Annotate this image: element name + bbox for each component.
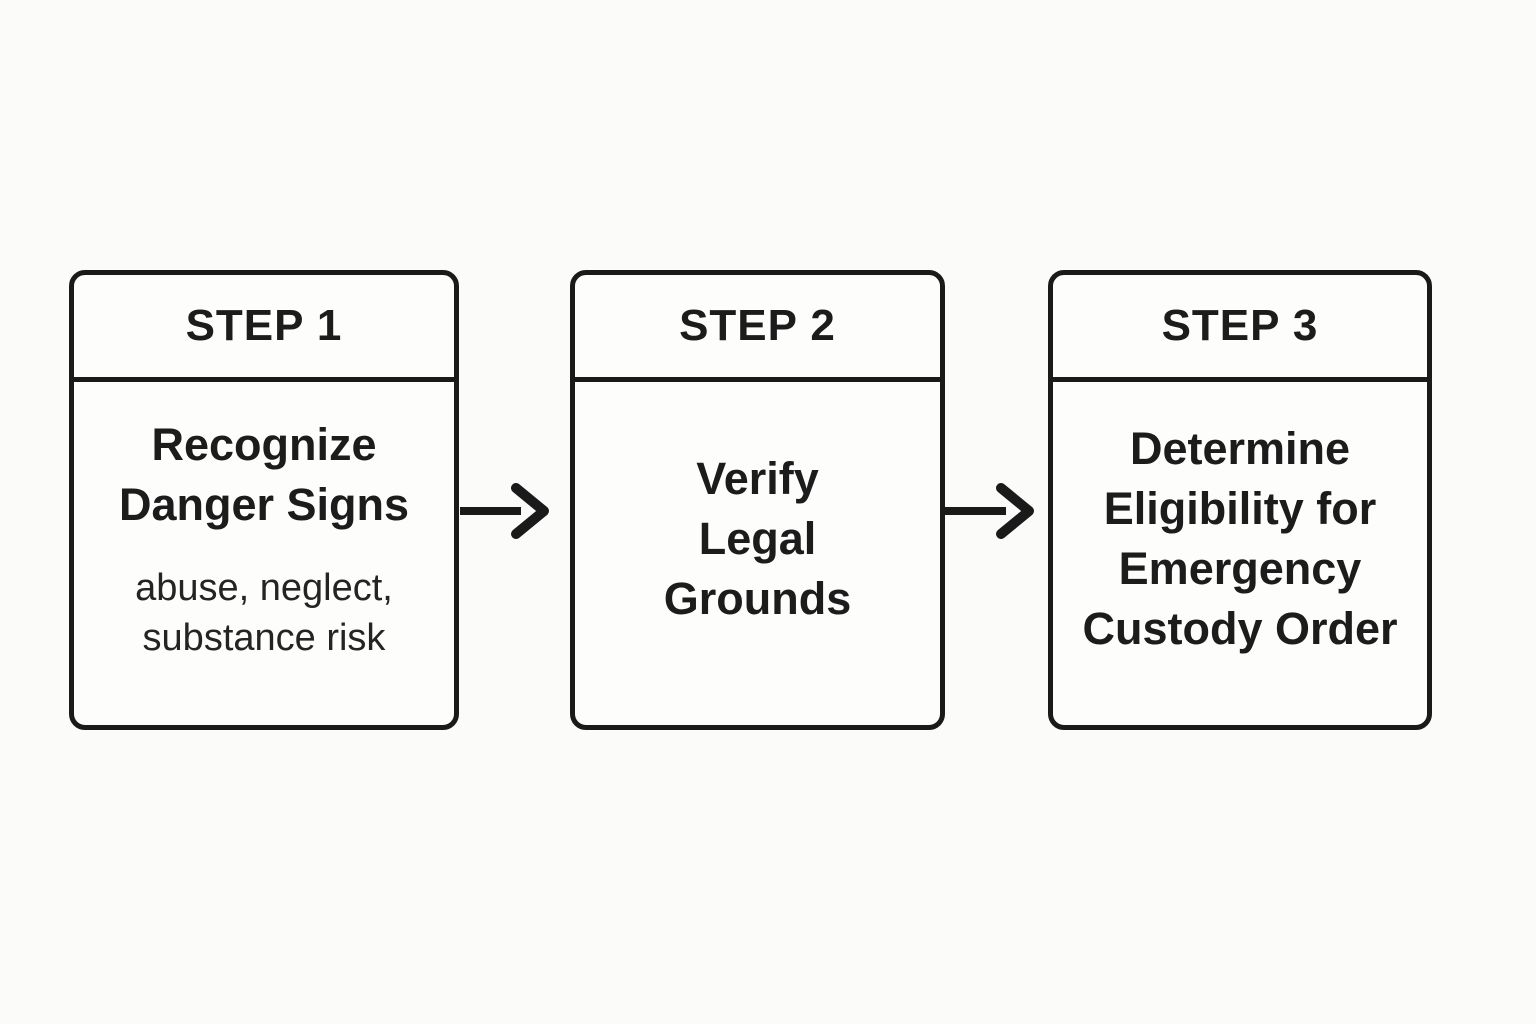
step-3-title: Determine Eligibility for Emergency Cust… [1082, 419, 1397, 659]
step-2-title-line: Grounds [663, 572, 852, 624]
step-2-title-line: Verify [696, 452, 819, 504]
step-1-box: STEP 1 Recognize Danger Signs abuse, neg… [69, 270, 459, 730]
step-2-title: Verify Legal Grounds [664, 449, 852, 629]
step-2-body: Verify Legal Grounds [575, 382, 940, 725]
step-1-title-line: Danger Signs [118, 478, 410, 530]
step-1-title: Recognize Danger Signs [119, 415, 409, 535]
arrow-right-icon [460, 483, 549, 539]
step-2-box: STEP 2 Verify Legal Grounds [570, 270, 945, 730]
step-3-header: STEP 3 [1053, 275, 1427, 382]
step-3-box: STEP 3 Determine Eligibility for Emergen… [1048, 270, 1432, 730]
step-3-header-label: STEP 3 [1161, 301, 1319, 350]
step-1-subtitle-line: substance risk [142, 616, 386, 659]
step-3-body: Determine Eligibility for Emergency Cust… [1053, 382, 1427, 725]
step-2-header-label: STEP 2 [679, 301, 836, 350]
step-1-header-label: STEP 1 [185, 301, 343, 350]
step-1-subtitle-line: abuse, neglect, [135, 566, 393, 609]
step-1-header: STEP 1 [74, 275, 454, 382]
step-3-title-line: Emergency [1118, 542, 1362, 594]
step-1-subtitle: abuse, neglect, substance risk [135, 563, 393, 663]
step-1-body: Recognize Danger Signs abuse, neglect, s… [74, 382, 454, 725]
step-3-title-line: Custody Order [1082, 602, 1398, 654]
step-1-title-line: Recognize [151, 418, 377, 470]
step-2-header: STEP 2 [575, 275, 940, 382]
step-3-title-line: Determine [1129, 422, 1351, 474]
step-2-title-line: Legal [698, 512, 817, 564]
step-3-title-line: Eligibility for [1103, 482, 1377, 534]
arrow-right-icon [945, 483, 1034, 539]
